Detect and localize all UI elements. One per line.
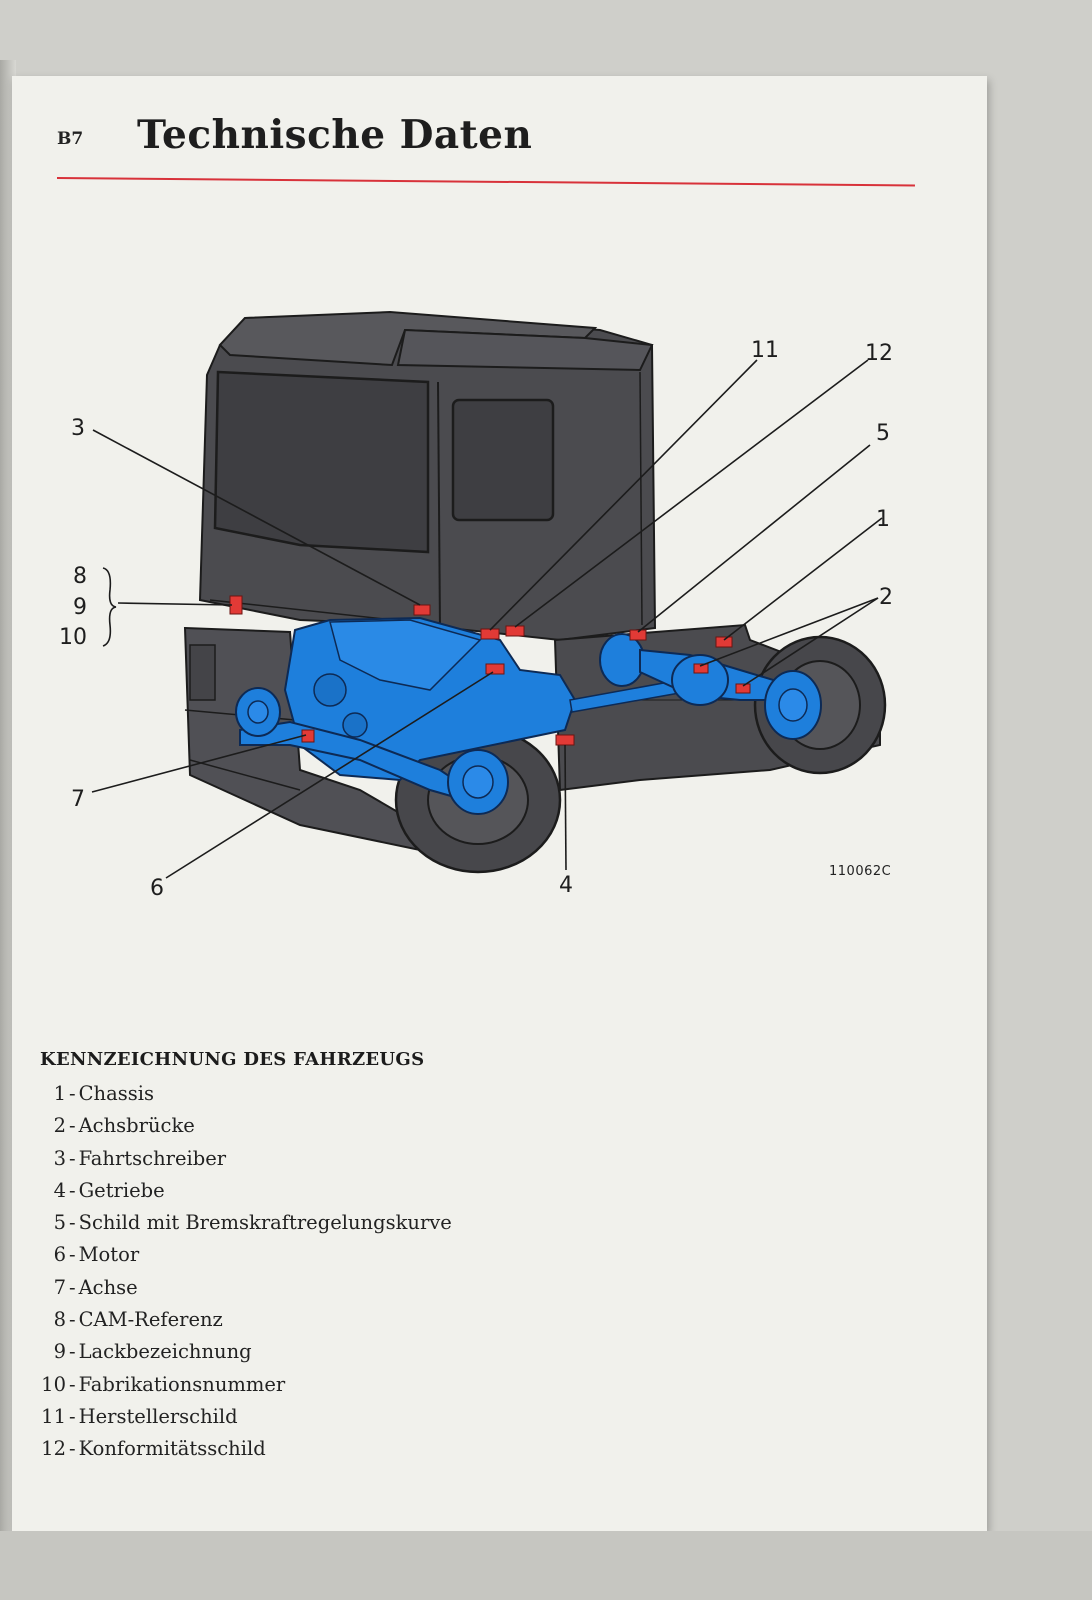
list-item: 12-Konformitätsschild: [41, 1437, 266, 1461]
list-item: 11-Herstellerschild: [41, 1404, 238, 1428]
marker-1: [715, 636, 733, 648]
callout-11: 11: [751, 338, 779, 363]
callout-5: 5: [876, 421, 890, 446]
figure-code: 110062C: [829, 864, 891, 879]
marker-3: [413, 604, 431, 616]
callout-1: 1: [876, 507, 890, 532]
section-number: B7: [57, 129, 84, 149]
marker-2b: [735, 683, 751, 694]
list-item: 2-Achsbrücke: [53, 1114, 195, 1138]
callout-labels: 1 2 3 4 5 6 7 8 9 10 11 12: [59, 338, 893, 901]
marker-6: [485, 663, 505, 675]
list-item: 7-Achse: [53, 1275, 138, 1299]
marker-5: [629, 629, 647, 641]
list-item: 8-CAM-Referenz: [53, 1308, 223, 1332]
list-item: 5-Schild mit Bremskraftregelungskurve: [53, 1211, 452, 1235]
list-item: 6-Motor: [53, 1243, 140, 1267]
legend-list: 1-Chassis 2-Achsbrücke 3-Fahrtschreiber …: [34, 1078, 452, 1466]
book-bottom-edge: [0, 1531, 1092, 1600]
callout-2: 2: [879, 585, 893, 610]
list-item: 1-Chassis: [53, 1082, 154, 1105]
callout-7: 7: [71, 787, 85, 812]
marker-2a: [693, 663, 709, 674]
callout-3: 3: [71, 416, 85, 441]
callout-8: 8: [73, 564, 87, 589]
drivetrain: [235, 616, 822, 815]
callout-6: 6: [150, 876, 164, 901]
list-item: 4-Getriebe: [53, 1178, 165, 1202]
marker-11: [480, 628, 500, 640]
list-item: 9-Lackbezeichnung: [53, 1340, 252, 1364]
callout-10: 10: [59, 625, 87, 650]
legend-title: KENNZEICHNUNG DES FAHRZEUGS: [40, 1049, 425, 1070]
callout-9: 9: [73, 595, 87, 620]
leader-lines: [91, 359, 883, 879]
list-item: 3-Fahrtschreiber: [53, 1146, 227, 1170]
list-item: 10-Fabrikationsnummer: [41, 1372, 286, 1396]
truck-cab: [198, 310, 657, 642]
page-title: Technische Daten: [137, 112, 533, 158]
marker-12: [505, 625, 525, 637]
callout-4: 4: [559, 873, 573, 898]
marker-4: [555, 734, 575, 746]
truck-diagram: 1 2 3 4 5 6 7 8 9 10 11 12 110062C: [59, 310, 893, 901]
callout-12: 12: [865, 341, 893, 366]
